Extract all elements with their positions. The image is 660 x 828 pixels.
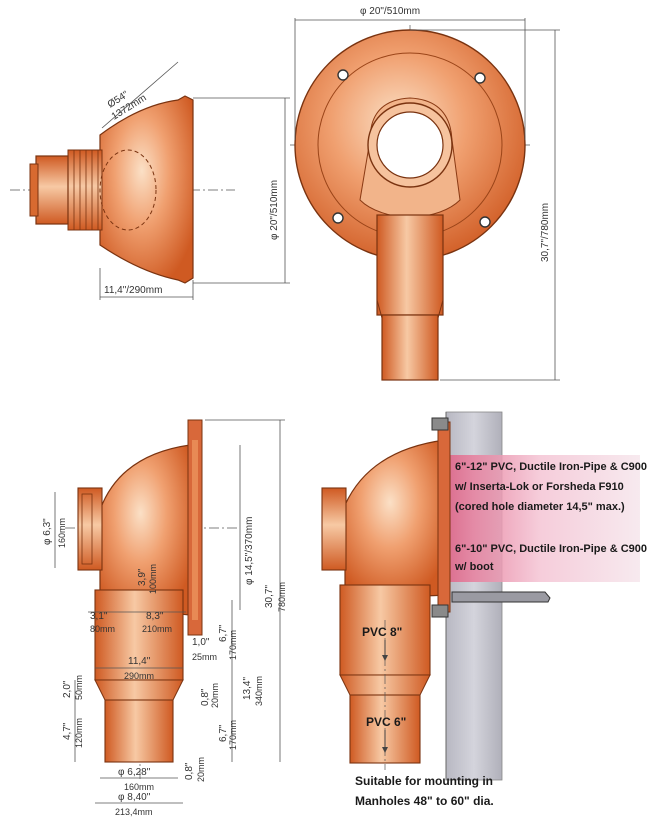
dim-d100: 100mm [148, 564, 158, 594]
installed-view-bottom-right: 6"-12" PVC, Ductile Iron-Pipe & C900 w/ … [321, 411, 647, 808]
footer-line-2: Manholes 48" to 60" dia. [355, 794, 494, 808]
note-2-line-1: 6"-10" PVC, Ductile Iron-Pipe & C900 [455, 543, 647, 555]
dim-d628: φ 6,28" [118, 767, 151, 778]
dim-d08b: 0,8" [184, 762, 195, 780]
footer-line-1: Suitable for mounting in [355, 774, 493, 788]
dim-d160: 160mm [57, 518, 67, 548]
dim-d63: φ 6,3" [42, 518, 53, 545]
note-2-line-2: w/ boot [454, 561, 494, 573]
dim-d31: 3,1" [90, 611, 108, 622]
dim-d67b: 6,7" [218, 724, 229, 742]
dim-d145: φ 14,5"/370mm [244, 517, 255, 585]
dim-len-11-4: 11,4"/290mm [104, 285, 162, 296]
dim-d47: 4,7" [62, 722, 73, 740]
dim-d840: φ 8,40" [118, 792, 151, 803]
dim-d39: 3,9" [137, 568, 148, 586]
dim-d10: 1,0" [192, 637, 210, 648]
dim-d160b: 160mm [124, 782, 154, 792]
dim-d20b: 20mm [196, 757, 206, 782]
dim-d83: 8,3" [146, 611, 164, 622]
dim-h780: 780mm [277, 582, 287, 612]
label-pvc-8: PVC 8" [362, 625, 402, 639]
dim-d170a: 170mm [228, 630, 238, 660]
dim-dia-20-side: φ 20"/510mm [269, 180, 280, 240]
dim-d50: 50mm [74, 675, 84, 700]
side-view-top-left: Ø54" 1372mm φ 20"/510mm 11,4"/290mm [10, 61, 290, 300]
dim-height-top: 30,7"/780mm [540, 203, 551, 262]
note-1-line-3: (cored hole diameter 14,5" max.) [455, 501, 625, 513]
dim-d20: 2,0" [62, 680, 73, 698]
section-view-bottom-left: φ 6,3" 160mm φ 14,5"/370mm 30,7" 780mm 3… [42, 419, 287, 817]
dim-d25: 25mm [192, 652, 217, 662]
dim-d80: 80mm [90, 624, 115, 634]
dim-d67a: 6,7" [218, 624, 229, 642]
dim-d170b: 170mm [228, 720, 238, 750]
dim-d2134: 213,4mm [115, 807, 153, 817]
dim-dia-top: φ 20"/510mm [360, 6, 420, 17]
dim-d08a: 0,8" [200, 688, 211, 706]
dim-d210: 210mm [142, 624, 172, 634]
dim-d114: 11,4" [128, 656, 151, 667]
dim-d134: 13,4" [242, 677, 253, 700]
dim-d20a: 20mm [210, 683, 220, 708]
note-1-line-1: 6"-12" PVC, Ductile Iron-Pipe & C900 [455, 461, 647, 473]
note-1-line-2: w/ Inserta-Lok or Forsheda F910 [454, 481, 624, 493]
label-pvc-6: PVC 6" [366, 715, 406, 729]
dim-d340: 340mm [254, 676, 264, 706]
dim-d290: 290mm [124, 671, 154, 681]
front-view-top-right: φ 20"/510mm 30,7"/780mm [290, 6, 560, 381]
dim-h307: 30,7" [264, 585, 275, 608]
dim-d120: 120mm [74, 718, 84, 748]
